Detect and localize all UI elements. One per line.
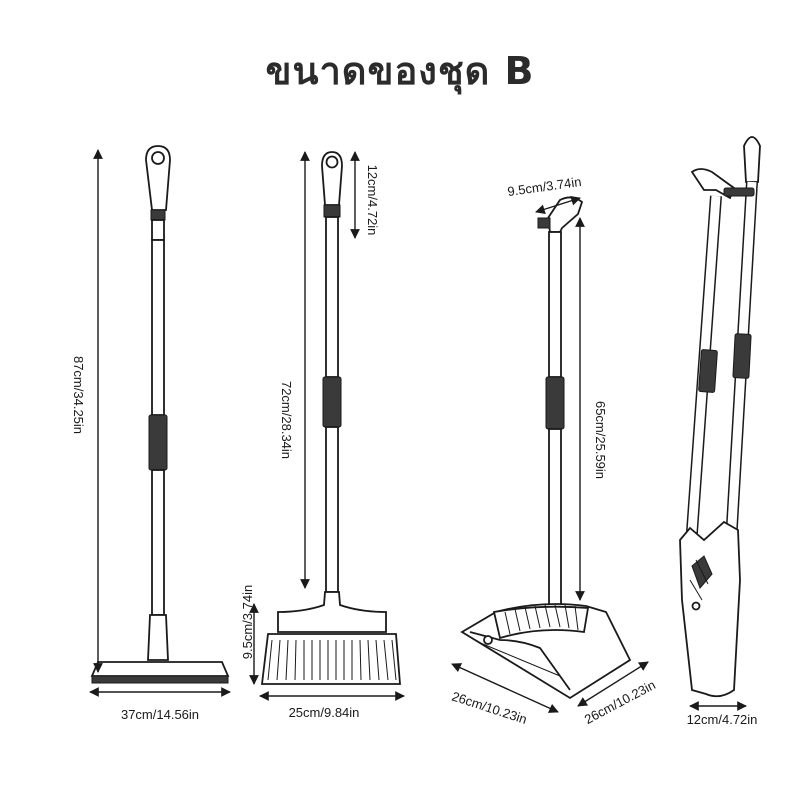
dustpan-top-label: 9.5cm/3.74in xyxy=(506,174,582,199)
broom-illustration xyxy=(260,151,401,685)
dustpan-width-label: 26cm/10.23in xyxy=(450,689,529,727)
dustpan-top-arrow xyxy=(535,196,581,214)
dustpan-height-label: 65cm/25.59in xyxy=(593,401,608,479)
flat-mop-illustration xyxy=(90,145,230,684)
broom-head-label: 9.5cm/3.74in xyxy=(240,585,255,659)
stored-width-label: 12cm/4.72in xyxy=(687,712,758,727)
broom-top-label: 12cm/4.72in xyxy=(365,165,380,236)
broom-height-label: 72cm/28.34in xyxy=(279,381,294,459)
page-title: ขนาดของชุด B xyxy=(265,49,535,93)
dustpan-width-arrow xyxy=(451,663,559,713)
broom-width-label: 25cm/9.84in xyxy=(289,705,360,720)
mop-width-label: 37cm/14.56in xyxy=(121,707,199,722)
dustpan-depth-arrow xyxy=(577,661,649,707)
stored-set-illustration xyxy=(679,136,761,698)
mop-height-label: 87cm/34.25in xyxy=(71,356,86,434)
dustpan-depth-label: 26cm/10.23in xyxy=(582,677,658,727)
dustpan-illustration xyxy=(460,196,632,700)
